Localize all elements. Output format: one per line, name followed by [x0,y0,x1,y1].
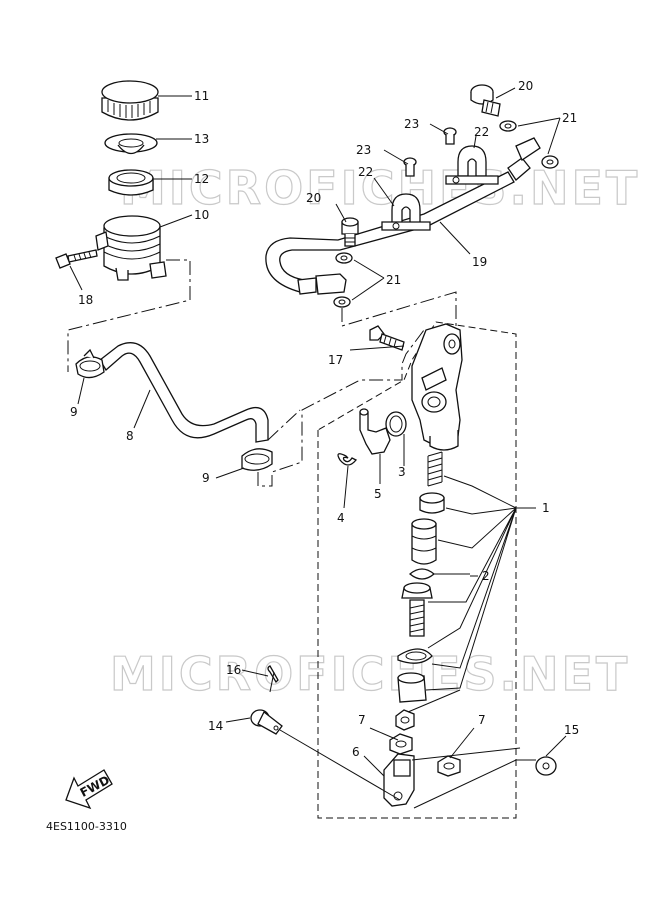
reservoir-bolt [55,249,98,269]
circlip-joint [337,453,358,466]
reservoir-cap [101,80,159,121]
callout-20-mid: 20 [306,191,321,205]
callout-21-top: 21 [562,111,577,125]
clevis-pin [250,709,283,735]
callout-1: 1 [542,501,550,515]
callout-21-mid: 21 [386,273,401,287]
nut-left [389,733,413,755]
callout-20-top: 20 [518,79,533,93]
callout-2: 2 [482,569,490,583]
reservoir-hose [99,342,269,443]
fwd-arrow-icon: FWD [65,769,113,810]
hose-fitting-lower [315,273,347,295]
callout-5: 5 [374,487,382,501]
callout-7-left: 7 [358,713,366,727]
reservoir-plate [108,169,154,196]
callout-17: 17 [328,353,343,367]
callout-14: 14 [208,719,223,733]
clevis [383,753,415,807]
plain-washer [535,756,557,776]
callout-3: 3 [398,465,406,479]
spring [427,451,443,487]
callout-15: 15 [564,723,579,737]
callout-18: 18 [78,293,93,307]
locknut [395,709,415,731]
hose-joint [359,408,391,455]
watermark-bottom: MICROFICHES.NET [110,647,630,701]
copper-washers [333,120,559,308]
callout-7-right: 7 [478,713,486,727]
callout-9-upper: 9 [70,405,78,419]
cotter-pin [267,665,279,693]
diaphragm [104,133,158,155]
hose-guide-right [445,145,499,185]
hose-clamp-lower [241,448,273,471]
nut-right [437,755,461,777]
union-bolt-mid [341,217,359,247]
callout-13: 13 [194,132,209,146]
callout-23-right: 23 [404,117,419,131]
guide-screws [403,127,457,177]
diagram-code: 4ES1100-3310 [46,820,127,833]
reservoir-body [95,215,167,281]
callout-6: 6 [352,745,360,759]
master-cylinder-body [411,323,463,451]
hose-clamp-upper [75,348,105,379]
circlip-cylinder [397,648,433,664]
assembly-outline [317,321,517,819]
watermark-top: MICROFICHES.NET [120,161,640,215]
callout-12: 12 [194,172,209,186]
boot [397,672,427,703]
callout-16: 16 [226,663,241,677]
callout-23-left: 23 [356,143,371,157]
o-ring [385,411,407,437]
callout-11: 11 [194,89,209,103]
brake-hose [265,157,531,295]
callout-10: 10 [194,208,209,222]
callout-19: 19 [472,255,487,269]
piston-kit [401,492,445,637]
callout-8: 8 [126,429,134,443]
union-bolt-top [470,84,501,117]
hose-fitting-upper [515,137,541,161]
hose-guide-left [381,193,431,231]
callout-22-right: 22 [474,125,489,139]
callout-22-left: 22 [358,165,373,179]
callout-9-lower: 9 [202,471,210,485]
callout-4: 4 [337,511,345,525]
